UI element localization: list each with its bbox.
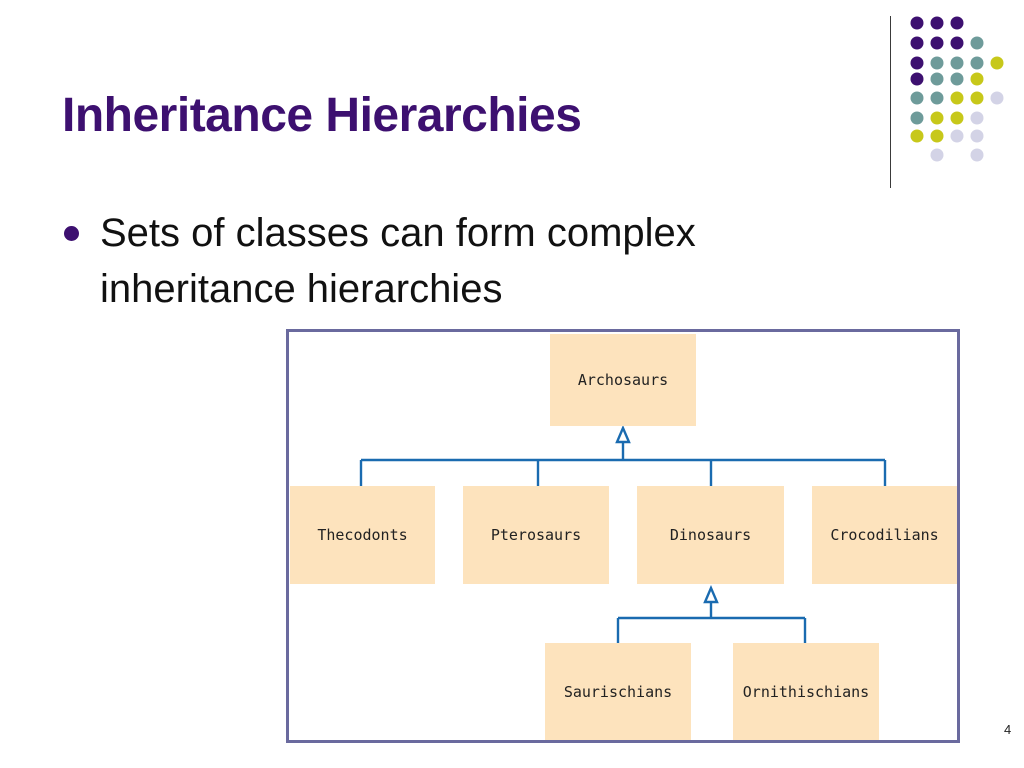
decorative-dot (970, 111, 984, 125)
inheritance-arrow-icon (615, 424, 631, 444)
vertical-divider (890, 16, 891, 188)
decorative-dot (930, 72, 944, 86)
decorative-dot (910, 91, 924, 105)
decorative-dot (990, 56, 1004, 70)
decorative-dot (930, 129, 944, 143)
decorative-dot (930, 36, 944, 50)
node-level1: Pterosaurs (463, 486, 609, 584)
inheritance-diagram: Archosaurs Thecodonts Pterosaurs Dinosau… (286, 329, 960, 743)
bullet-line-2: inheritance hierarchies (100, 267, 503, 311)
decorative-dot (930, 111, 944, 125)
decorative-dot (930, 56, 944, 70)
decorative-dot (930, 16, 944, 30)
node-level1: Crocodilians (812, 486, 957, 584)
decorative-dot (970, 129, 984, 143)
decorative-dot (910, 56, 924, 70)
decorative-dot (950, 91, 964, 105)
bullet-line-1: Sets of classes can form complex (100, 211, 696, 255)
decorative-dot (950, 36, 964, 50)
inheritance-arrow-icon (703, 584, 719, 604)
node-level2: Ornithischians (733, 643, 879, 740)
decorative-dot (910, 111, 924, 125)
decorative-dot (950, 56, 964, 70)
decorative-dot (990, 91, 1004, 105)
node-level2: Saurischians (545, 643, 691, 740)
decorative-dot (930, 148, 944, 162)
decorative-dot (950, 72, 964, 86)
page-number: 4 (1004, 722, 1012, 737)
bullet-marker-icon (64, 226, 79, 241)
decorative-dot (970, 91, 984, 105)
decorative-dot (970, 36, 984, 50)
decorative-dot (950, 111, 964, 125)
decorative-dot (910, 72, 924, 86)
node-root: Archosaurs (550, 334, 696, 426)
decorative-dot (910, 16, 924, 30)
decorative-dot (970, 56, 984, 70)
decorative-dot (930, 91, 944, 105)
decorative-dot (970, 148, 984, 162)
decorative-dot (910, 129, 924, 143)
decorative-dot (950, 16, 964, 30)
node-level1: Dinosaurs (637, 486, 784, 584)
node-level1: Thecodonts (290, 486, 435, 584)
bullet-text: Sets of classes can form complex inherit… (100, 205, 860, 317)
slide-title: Inheritance Hierarchies (62, 89, 582, 142)
decorative-dot (910, 36, 924, 50)
decorative-dot (970, 72, 984, 86)
decorative-dot (950, 129, 964, 143)
connector-lines (359, 424, 887, 643)
